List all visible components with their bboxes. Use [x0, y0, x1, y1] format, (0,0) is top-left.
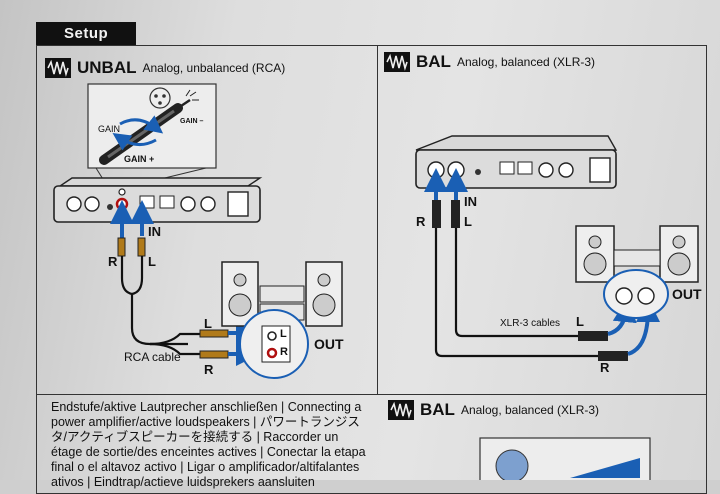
unbal-device: [53, 177, 263, 223]
unbal-r-label: R: [108, 254, 118, 269]
bal-mode-title: BAL: [416, 52, 451, 71]
bal-l-label: L: [464, 214, 472, 229]
unbal-stereo-system: [221, 261, 343, 379]
multilingual-instructions: Endstufe/aktive Lautprecher anschließen …: [51, 400, 366, 489]
gain-minus-label: GAIN –: [180, 118, 204, 125]
socket-l-label: L: [280, 328, 287, 340]
socket-r-label: R: [280, 346, 288, 358]
setup-tab: Setup: [36, 22, 136, 46]
unbal-description: Analog, unbalanced (RCA): [142, 61, 286, 75]
bal-heading: BAL Analog, balanced (XLR-3): [384, 52, 595, 72]
waveform-icon: [45, 58, 71, 78]
unbal-heading: UNBAL Analog, unbalanced (RCA): [45, 58, 285, 78]
gain-plus-label: GAIN +: [124, 154, 155, 164]
rca-cable-label: RCA cable: [124, 350, 181, 364]
bal-cable-l-label: L: [576, 314, 584, 329]
plug-r-label: R: [204, 362, 214, 377]
unbal-l-label: L: [148, 254, 156, 269]
bal-bottom-mode-title: BAL: [420, 400, 455, 419]
bal-description: Analog, balanced (XLR-3): [456, 55, 596, 69]
xlr-cables-label: XLR-3 cables: [500, 318, 561, 329]
bal-bottom-heading: BAL Analog, balanced (XLR-3): [388, 400, 599, 420]
unbal-out-label: OUT: [314, 336, 344, 352]
bal-out-label: OUT: [672, 286, 702, 302]
gain-label: GAIN: [98, 124, 121, 134]
gain-rotation-arrows: [112, 115, 164, 151]
unbal-in-label: IN: [148, 224, 161, 239]
waveform-icon: [384, 52, 410, 72]
bal-cable-r-label: R: [600, 360, 610, 375]
bal-device: [415, 135, 618, 189]
bal-in-arrows: [424, 168, 468, 200]
bal-in-label: IN: [464, 194, 477, 209]
bal-stereo-system: [575, 225, 699, 319]
bal-r-label: R: [416, 214, 426, 229]
bottom-partial-diagram: [479, 437, 651, 480]
plug-l-label: L: [204, 316, 212, 331]
unbal-in-arrows: [110, 200, 154, 238]
gain-zoom-callout: [87, 83, 217, 185]
waveform-icon: [388, 400, 414, 420]
unbal-mode-title: UNBAL: [77, 58, 137, 77]
connection-diagrams: [53, 83, 699, 480]
bal-bottom-description: Analog, balanced (XLR-3): [460, 403, 600, 417]
